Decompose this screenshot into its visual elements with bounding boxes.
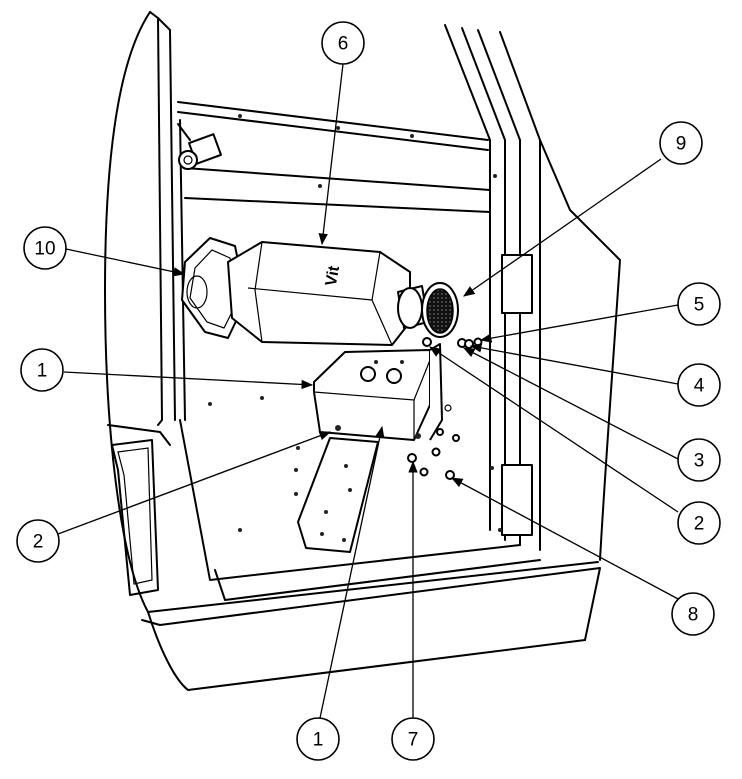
callout-label: 10 — [34, 239, 55, 260]
heater-marking: Vit — [323, 264, 343, 287]
callout-1-lower: 1 — [296, 717, 340, 761]
inlet-grille — [421, 282, 459, 338]
callout-4: 4 — [677, 363, 721, 407]
leader-10 — [65, 248, 186, 277]
callout-label: 6 — [338, 34, 349, 55]
leader-6 — [318, 63, 344, 246]
callout-1-upper: 1 — [20, 348, 64, 392]
leader-1a — [63, 371, 314, 390]
leader-9 — [463, 158, 662, 297]
callout-6: 6 — [321, 21, 365, 65]
callout-label: 2 — [694, 514, 705, 535]
callout-3: 3 — [677, 438, 721, 482]
panel-rivets — [208, 114, 502, 532]
callout-9: 9 — [659, 121, 703, 165]
leader-3 — [462, 347, 679, 460]
leader-lines — [57, 63, 681, 719]
callout-2-right: 2 — [677, 501, 721, 545]
callout-label: 1 — [37, 361, 48, 382]
callout-label: 9 — [676, 134, 687, 155]
callout-label: 8 — [688, 605, 699, 626]
callout-label: 7 — [408, 730, 419, 751]
callout-label: 5 — [694, 295, 705, 316]
heater-unit: Vit — [181, 237, 429, 346]
callout-2-left: 2 — [16, 519, 60, 563]
mounting-bracket — [297, 343, 452, 553]
callout-label: 1 — [313, 730, 324, 751]
valve-fitting — [177, 123, 222, 170]
callout-10: 10 — [23, 226, 67, 270]
cabinet-outline — [104, 11, 621, 691]
leader-4 — [469, 343, 679, 385]
callout-label: 2 — [33, 532, 44, 553]
callout-label: 4 — [694, 376, 705, 397]
callout-7: 7 — [391, 717, 435, 761]
callout-8: 8 — [671, 592, 715, 636]
leader-5 — [479, 304, 679, 343]
callout-5: 5 — [677, 282, 721, 326]
leader-1b — [319, 425, 385, 719]
leader-8 — [450, 477, 681, 601]
leader-2b — [429, 346, 679, 513]
leader-2a — [57, 431, 332, 535]
callout-label: 3 — [694, 451, 705, 472]
